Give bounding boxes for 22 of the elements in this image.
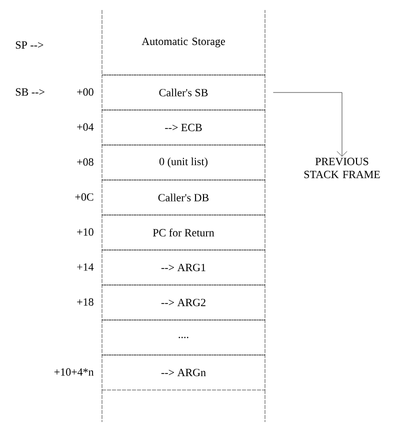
storage-cell: Automatic Storage — [102, 10, 266, 76]
offset-label: +10 — [77, 228, 94, 236]
pointer-label: SP --> — [16, 41, 44, 49]
stack-cell: --> ECB — [102, 110, 266, 146]
stack-cell: 0 (unit list) — [102, 144, 266, 180]
stack-cell: Caller's DB — [102, 180, 266, 216]
arrow — [273, 92, 348, 157]
stack-cell: --> ARG1 — [102, 250, 266, 286]
stack-cell: --> ARG2 — [102, 284, 266, 320]
frame-label: PREVIOUS STACK FRAME — [304, 158, 380, 178]
offset-label: +00 — [77, 88, 94, 96]
stack-cell: PC for Return — [102, 214, 266, 250]
offset-label: +10+4*n — [54, 368, 94, 376]
offset-label: +04 — [77, 123, 94, 131]
stack-cell: --> ARGn — [102, 354, 266, 390]
stack-cell: Caller's SB — [102, 74, 266, 110]
offset-label: +18 — [77, 298, 94, 306]
stack-cell: .... — [102, 320, 266, 356]
pointer-label: SB --> — [16, 88, 44, 96]
offset-label: +14 — [77, 263, 94, 271]
offset-label: +0C — [75, 193, 94, 201]
offset-label: +08 — [77, 158, 94, 166]
